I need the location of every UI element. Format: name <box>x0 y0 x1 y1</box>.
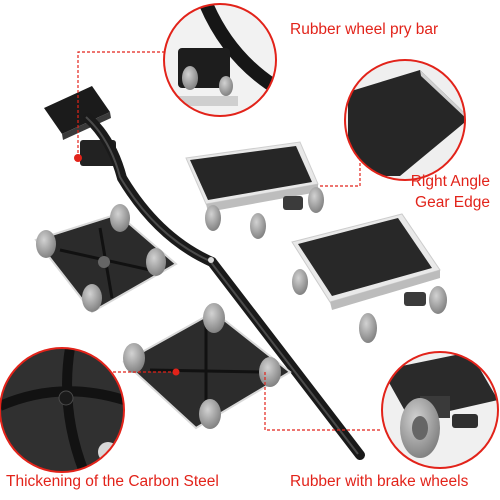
dolly-right <box>291 213 447 343</box>
leader-brake-wheels <box>264 372 382 431</box>
magnifier-gear-edge <box>344 59 466 181</box>
magnifier-pry-bar <box>163 3 277 117</box>
callout-gear-edge-line1: Right Angle <box>410 173 490 190</box>
callout-brake-wheels: Rubber with brake wheels <box>290 473 469 490</box>
leader-pry-bar <box>77 51 164 158</box>
caster-plate-bottom <box>122 303 292 430</box>
magnifier-carbon-steel <box>0 347 125 473</box>
magnifier-brake-wheels <box>381 351 499 469</box>
callout-pry-bar: Rubber wheel pry bar <box>290 21 439 38</box>
dolly-top-pad <box>190 146 312 200</box>
shaft-joint <box>208 257 214 263</box>
dolly-top <box>185 141 324 239</box>
dolly-right-pad <box>298 218 432 296</box>
caster-plate-left <box>34 204 178 314</box>
callout-carbon-steel: Thickening of the Carbon Steel <box>6 473 219 490</box>
pry-bar <box>44 86 365 460</box>
callout-gear-edge-line2: Gear Edge <box>415 194 490 211</box>
pry-bar-head-plate <box>44 86 110 134</box>
